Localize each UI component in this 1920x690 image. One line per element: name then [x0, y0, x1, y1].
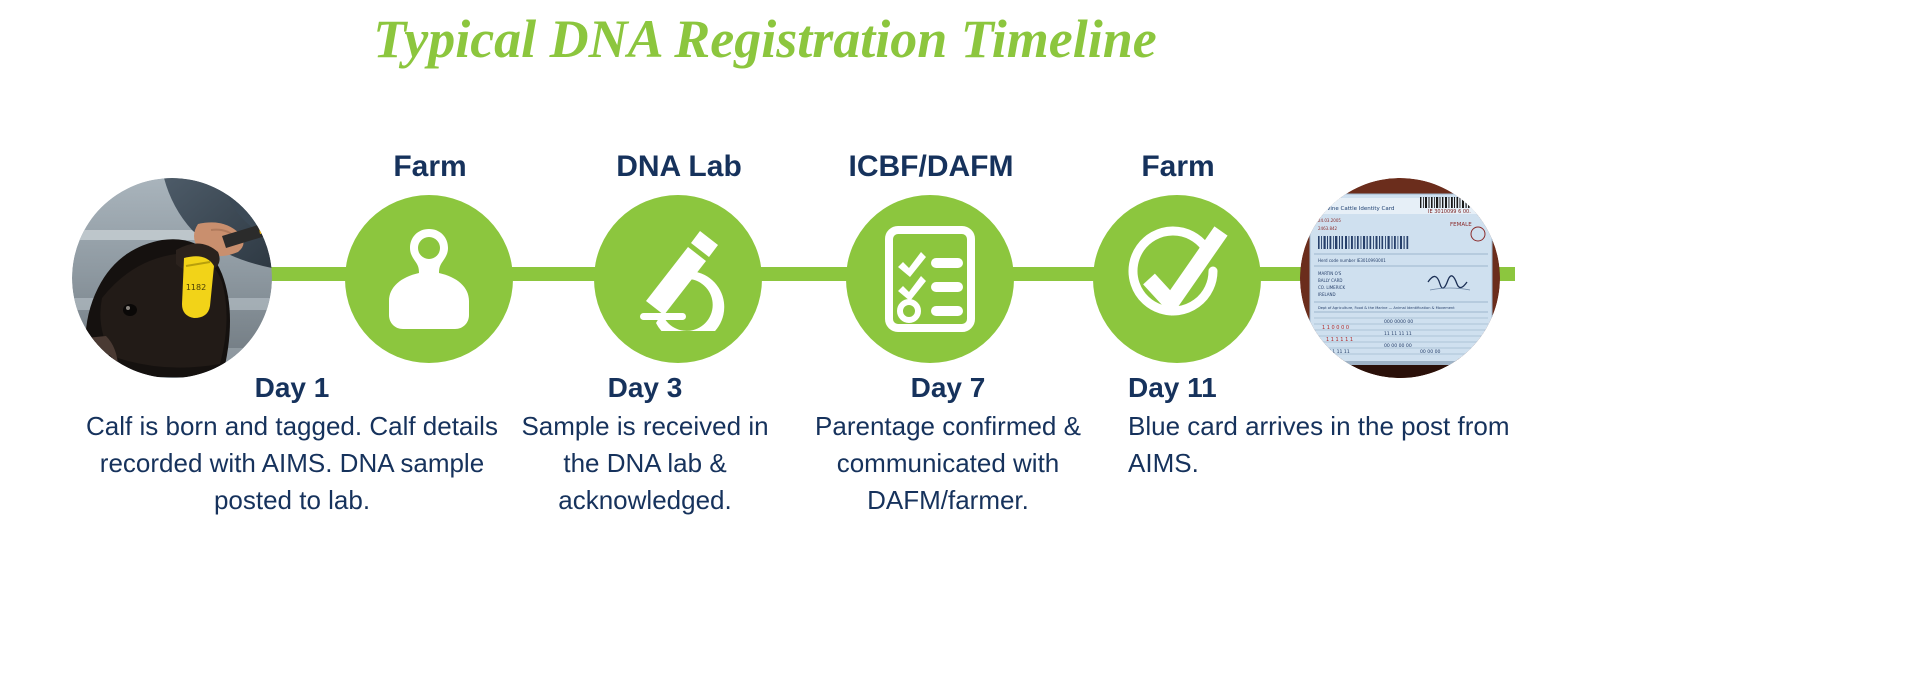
day-columns: Day 1 Calf is born and tagged. Calf deta…: [0, 372, 1530, 532]
timeline-node-3[interactable]: ICBF/DAFM: [846, 150, 1016, 370]
svg-text:Dept of Agriculture, Food & th: Dept of Agriculture, Food & the Marine —…: [1318, 306, 1455, 310]
day-column-4: Day 11 Blue card arrives in the post fro…: [1128, 372, 1548, 482]
icon-circle-4[interactable]: [1093, 195, 1261, 363]
svg-text:Bovine Cattle Identity Card: Bovine Cattle Identity Card: [1320, 206, 1394, 212]
svg-text:24.03.2005: 24.03.2005: [1318, 218, 1341, 223]
svg-text:1182: 1182: [186, 283, 206, 292]
stage-label-farm-2: Farm: [1141, 150, 1215, 183]
day-description-4: Blue card arrives in the post from AIMS.: [1128, 411, 1510, 478]
stage-label-farm-1: Farm: [393, 150, 467, 183]
day-label-2: Day 3: [607, 372, 683, 403]
checklist-icon: [885, 226, 975, 332]
icon-circle-3[interactable]: [846, 195, 1014, 363]
day-label-3: Day 7: [910, 372, 986, 403]
day-column-3: Day 7 Parentage confirmed & communicated…: [790, 372, 1106, 519]
icon-circle-2[interactable]: [594, 195, 762, 363]
icon-circle-1[interactable]: [345, 195, 513, 363]
timeline-band: 1182 Farm: [0, 150, 1530, 378]
svg-text:11 11 11 11: 11 11 11 11: [1322, 349, 1350, 355]
blue-card-photo: Bovine Cattle Identity Card IE 3010099 6: [1300, 178, 1500, 378]
check-circle-icon: [1121, 223, 1233, 335]
svg-text:000 0000 00: 000 0000 00: [1384, 319, 1413, 325]
timeline-node-4[interactable]: Farm: [1093, 150, 1263, 370]
stage-label-dna-lab: DNA Lab: [616, 150, 742, 183]
svg-text:Herd code number IE301099300: Herd code number IE3010993001: [1318, 258, 1386, 263]
svg-text:00 00 00 00: 00 00 00 00: [1384, 343, 1412, 349]
microscope-icon: [626, 227, 730, 331]
svg-text:00 00 00: 00 00 00: [1420, 349, 1441, 355]
svg-text:2463.842: 2463.842: [1318, 226, 1338, 231]
day-label-1: Day 1: [254, 372, 330, 403]
svg-text:IRELAND: IRELAND: [1318, 292, 1336, 297]
day-column-2: Day 3 Sample is received in the DNA lab …: [512, 372, 778, 519]
svg-text:FEMALE: FEMALE: [1450, 222, 1472, 228]
svg-text:CO. LIMERICK: CO. LIMERICK: [1318, 285, 1345, 290]
day-description-1: Calf is born and tagged. Calf details re…: [86, 411, 498, 515]
svg-text:BALLY CARD: BALLY CARD: [1318, 278, 1343, 283]
ear-tag-icon: [381, 227, 477, 331]
svg-text:MARTIN O'S: MARTIN O'S: [1318, 271, 1342, 276]
page-title: Typical DNA Registration Timeline: [373, 9, 1157, 69]
calf-being-tagged-photo: 1182: [72, 178, 272, 378]
svg-text:1 1 1 1 1 1: 1 1 1 1 1 1: [1326, 337, 1353, 343]
svg-text:IE 3010099 6 00.: IE 3010099 6 00.: [1428, 209, 1471, 215]
day-description-2: Sample is received in the DNA lab & ackn…: [521, 411, 769, 515]
day-column-1: Day 1 Calf is born and tagged. Calf deta…: [62, 372, 522, 519]
timeline-node-1[interactable]: Farm: [345, 150, 515, 370]
timeline-node-2[interactable]: DNA Lab: [594, 150, 764, 370]
svg-text:1 1 0 0 0 0: 1 1 0 0 0 0: [1322, 325, 1349, 331]
stage-label-icbf-dafm: ICBF/DAFM: [848, 150, 1014, 183]
svg-text:11 11 11 11: 11 11 11 11: [1384, 331, 1412, 337]
day-description-3: Parentage confirmed & communicated with …: [815, 411, 1081, 515]
day-label-4: Day 11: [1128, 372, 1217, 403]
